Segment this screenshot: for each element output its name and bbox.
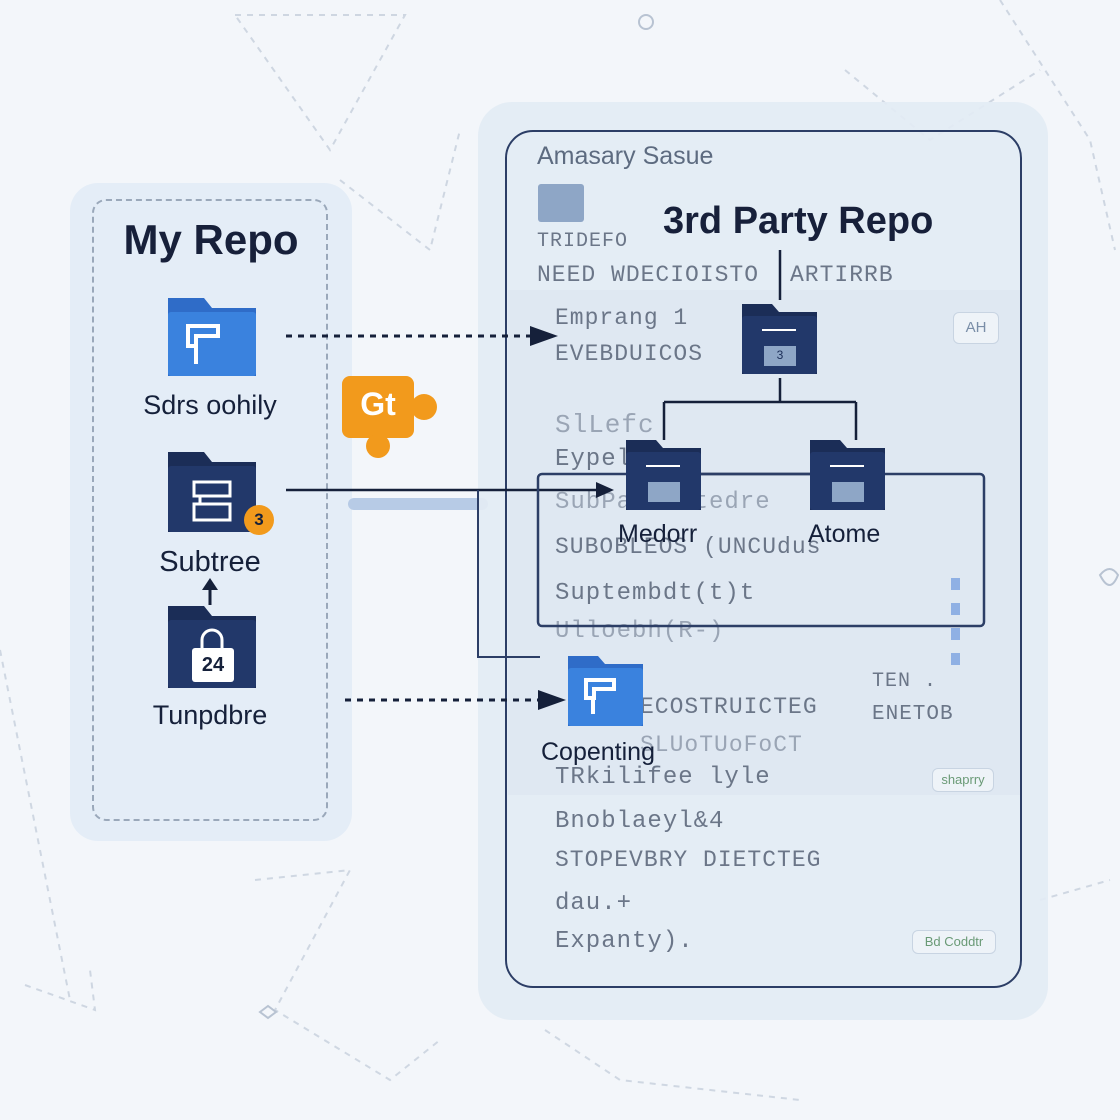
line-c: SlLefc [555, 410, 655, 440]
node-label-right: Atome [808, 520, 881, 548]
top-node-badge: 3 [776, 348, 784, 362]
line-need: NEED WDECIOISTO [537, 262, 760, 288]
bg-line-2 [0, 649, 71, 1001]
line-m: STOPEVBRY DIETCTEG [555, 847, 822, 873]
chip-top: AH [953, 312, 999, 344]
git-puzzle-badge [342, 376, 414, 438]
node-label-bottom: Copenting [541, 738, 655, 766]
line-e: SubPac Untedre [555, 489, 771, 516]
chip-shaprry: shaprry [932, 768, 994, 792]
my-repo-dashed-border [92, 199, 328, 821]
panel-header-text: Amasary Sasue [537, 142, 714, 170]
line-l: Bnoblaeyl&4 [555, 808, 725, 835]
bg-line-5 [1039, 879, 1111, 901]
subtree-count-badge: 3 [244, 505, 274, 535]
bg-line-1 [999, 0, 1116, 251]
lock-icon-text: 24 [201, 654, 225, 676]
folder-caption: TRIDEFO [537, 230, 629, 253]
line-g: Suptembdt(t)t [555, 580, 756, 607]
bg-triangle-1 [234, 14, 407, 152]
small-folder-icon [538, 184, 584, 222]
line-o: Expanty). [555, 928, 694, 955]
my-repo-title: My Repo [123, 216, 299, 263]
bg-polyline-3 [254, 868, 441, 1082]
left-item-label-1: Sdrs oohily [143, 390, 277, 420]
git-badge-label: Gt [360, 386, 396, 422]
line-k: TRkilifee lyle [555, 764, 771, 791]
bg-line-6 [339, 129, 461, 252]
line-artirrb: ARTIRRB [790, 262, 894, 288]
chip-coddtr: Bd Coddtr [912, 930, 996, 954]
line-n: dau.+ [555, 890, 633, 917]
side-text-2: ENETOB [872, 703, 954, 726]
bg-line-4 [544, 1029, 801, 1101]
line-j: SLUoTUoFoCT [640, 732, 803, 758]
line-i: ECOSTRUICTEG [640, 694, 818, 720]
side-text-1: TEN . [872, 670, 938, 693]
left-item-label-2: Subtree [159, 546, 261, 578]
line-a: Emprang 1 [555, 305, 689, 331]
bg-diamond [258, 1004, 278, 1020]
node-label-left: Medorr [618, 520, 698, 548]
bg-circle [638, 14, 654, 30]
highlight-bar [348, 498, 488, 510]
third-party-title: 3rd Party Repo [663, 200, 934, 242]
left-item-label-3: Tunpdbre [152, 700, 268, 730]
line-b: EVEBDUICOS [555, 341, 704, 367]
line-h: Ulloebh(R-) [555, 618, 725, 645]
bg-shape [1098, 568, 1120, 586]
bg-triangle-2 [24, 969, 97, 1012]
line-d: Eypel [555, 446, 633, 473]
